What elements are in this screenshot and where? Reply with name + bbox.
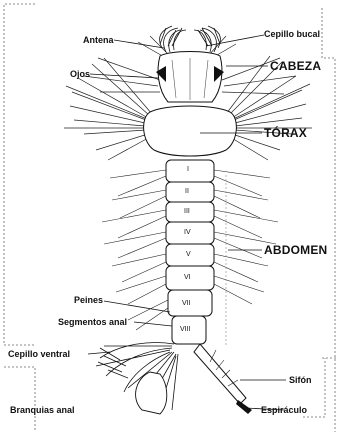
thorax <box>144 106 237 156</box>
label-cepillo-bucal: Cepillo bucal <box>264 30 320 39</box>
spiracle <box>236 400 252 414</box>
label-espiraculo: Espiráculo <box>261 406 307 415</box>
label-torax: TÓRAX <box>264 127 307 139</box>
label-peines: Peines <box>74 296 103 305</box>
segment-numeral-vii: VII <box>182 300 191 307</box>
label-branquias-anal: Branquias anal <box>10 406 75 415</box>
segment-numeral-v: V <box>186 251 191 258</box>
segment-numeral-iii: III <box>184 208 190 215</box>
mouth-brushes <box>160 26 221 52</box>
label-segmentos-anal: Segmentos anal <box>58 318 127 327</box>
segment-numeral-i: I <box>187 166 189 173</box>
siphon <box>194 344 246 404</box>
label-sifon: Sifón <box>289 376 312 385</box>
label-ojos: Ojos <box>70 70 90 79</box>
segment-numeral-viii: VIII <box>180 326 191 333</box>
segment-numeral-ii: II <box>185 188 189 195</box>
label-cabeza: CABEZA <box>270 60 321 72</box>
label-antena: Antena <box>83 36 114 45</box>
segment-numeral-vi: VI <box>184 274 191 281</box>
segment-numeral-iv: IV <box>184 229 191 236</box>
label-abdomen: ABDOMEN <box>264 244 327 256</box>
label-cepillo-ventral: Cepillo ventral <box>8 350 70 359</box>
